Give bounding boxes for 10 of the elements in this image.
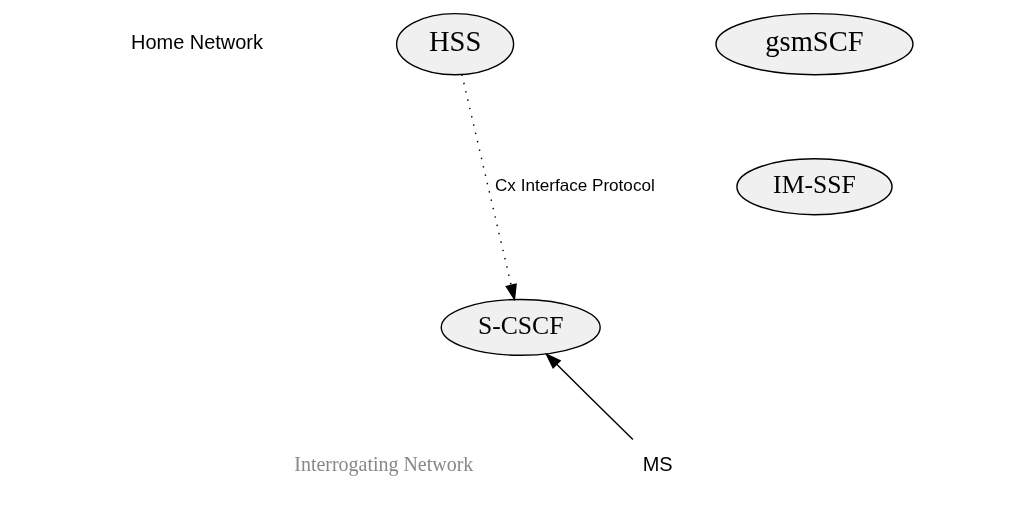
- label: Interrogating Network: [294, 452, 474, 475]
- arrow: [544, 352, 634, 441]
- node-ellipse: gsmSCF: [715, 12, 914, 76]
- node-ellipse: HSS: [395, 12, 515, 76]
- label: Home Network: [131, 31, 263, 54]
- edge-label: Cx Interface Protocol: [495, 176, 655, 196]
- node-text: MS: [642, 452, 673, 475]
- arrow: [461, 73, 517, 302]
- node-ellipse: S-CSCF: [440, 298, 601, 357]
- node-ellipse: IM-SSF: [736, 158, 893, 216]
